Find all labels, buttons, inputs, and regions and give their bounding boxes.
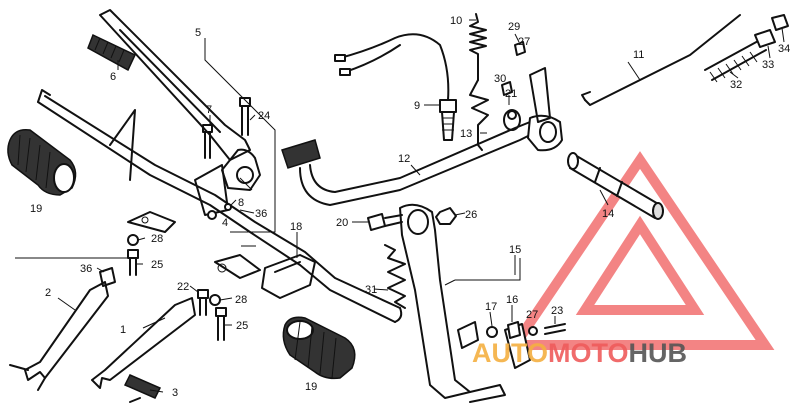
rod-nuts [754,14,789,48]
lower-levers [9,267,196,403]
watermark-text: AUTOMOTOHUB [472,338,687,368]
callout-27-upper: 27 [518,36,530,48]
callout-12: 12 [398,153,410,165]
callout-4: 4 [222,217,228,229]
bolts-lower [127,234,227,341]
brake-light-switch [334,33,457,141]
callout-20: 20 [336,217,348,229]
callout-labels: 1 2 3 4 5 6 7 8 9 10 11 12 13 14 15 16 1… [30,15,790,399]
callout-10: 10 [450,15,462,27]
callout-19-left: 19 [30,203,42,215]
pivot-shaft [567,152,664,220]
callout-5: 5 [195,27,201,39]
callout-24: 24 [258,110,270,122]
callout-30: 30 [494,73,506,85]
callout-29: 29 [508,21,520,33]
callout-17: 17 [485,301,497,313]
callout-3: 3 [172,387,178,399]
callout-15: 15 [509,244,521,256]
callout-9: 9 [414,100,420,112]
callout-21: 21 [505,88,517,100]
callout-2: 2 [45,287,51,299]
callout-33: 33 [762,59,774,71]
callout-1: 1 [120,324,126,336]
callout-25-lower: 25 [236,320,248,332]
callout-27-lower: 27 [526,309,538,321]
callout-19-right: 19 [305,381,317,393]
watermark-outer-triangle [505,151,775,350]
watermark-logo [505,151,775,350]
callout-13: 13 [460,128,472,140]
watermark-part-moto: MOTO [548,338,629,368]
callout-16: 16 [506,294,518,306]
footpeg-bar-assembly [37,89,403,323]
callout-26: 26 [465,209,477,221]
callout-6: 6 [110,71,116,83]
callout-34: 34 [778,43,790,55]
callout-28-upper: 28 [151,233,163,245]
watermark-inner-triangle [575,215,705,315]
callout-28-lower: 28 [235,294,247,306]
callout-8: 8 [238,197,244,209]
callout-7: 7 [206,104,212,116]
callout-22: 22 [177,281,189,293]
callout-31: 31 [365,284,377,296]
callout-25-upper: 25 [151,259,163,271]
callout-36-lower: 36 [80,263,92,275]
leader-lines [57,19,785,393]
callout-36-upper: 36 [255,208,267,220]
springs [384,13,767,309]
callout-11: 11 [633,49,644,61]
footpeg-rubber-right [282,316,356,380]
callout-23: 23 [551,305,563,317]
bracket-18 [261,254,316,299]
watermark-part-hub: HUB [629,338,688,368]
bolts-upper [202,97,251,220]
callout-14: 14 [602,208,614,220]
footpeg-rubber-left [7,128,77,196]
watermark-part-auto: AUTO [472,338,548,368]
small-hardware [367,41,566,339]
callout-18: 18 [290,221,302,233]
brake-rod [581,14,741,106]
brake-pedal [281,67,563,206]
callout-32: 32 [730,79,742,91]
grouping-lines [15,38,521,286]
kick-arm [87,9,261,216]
